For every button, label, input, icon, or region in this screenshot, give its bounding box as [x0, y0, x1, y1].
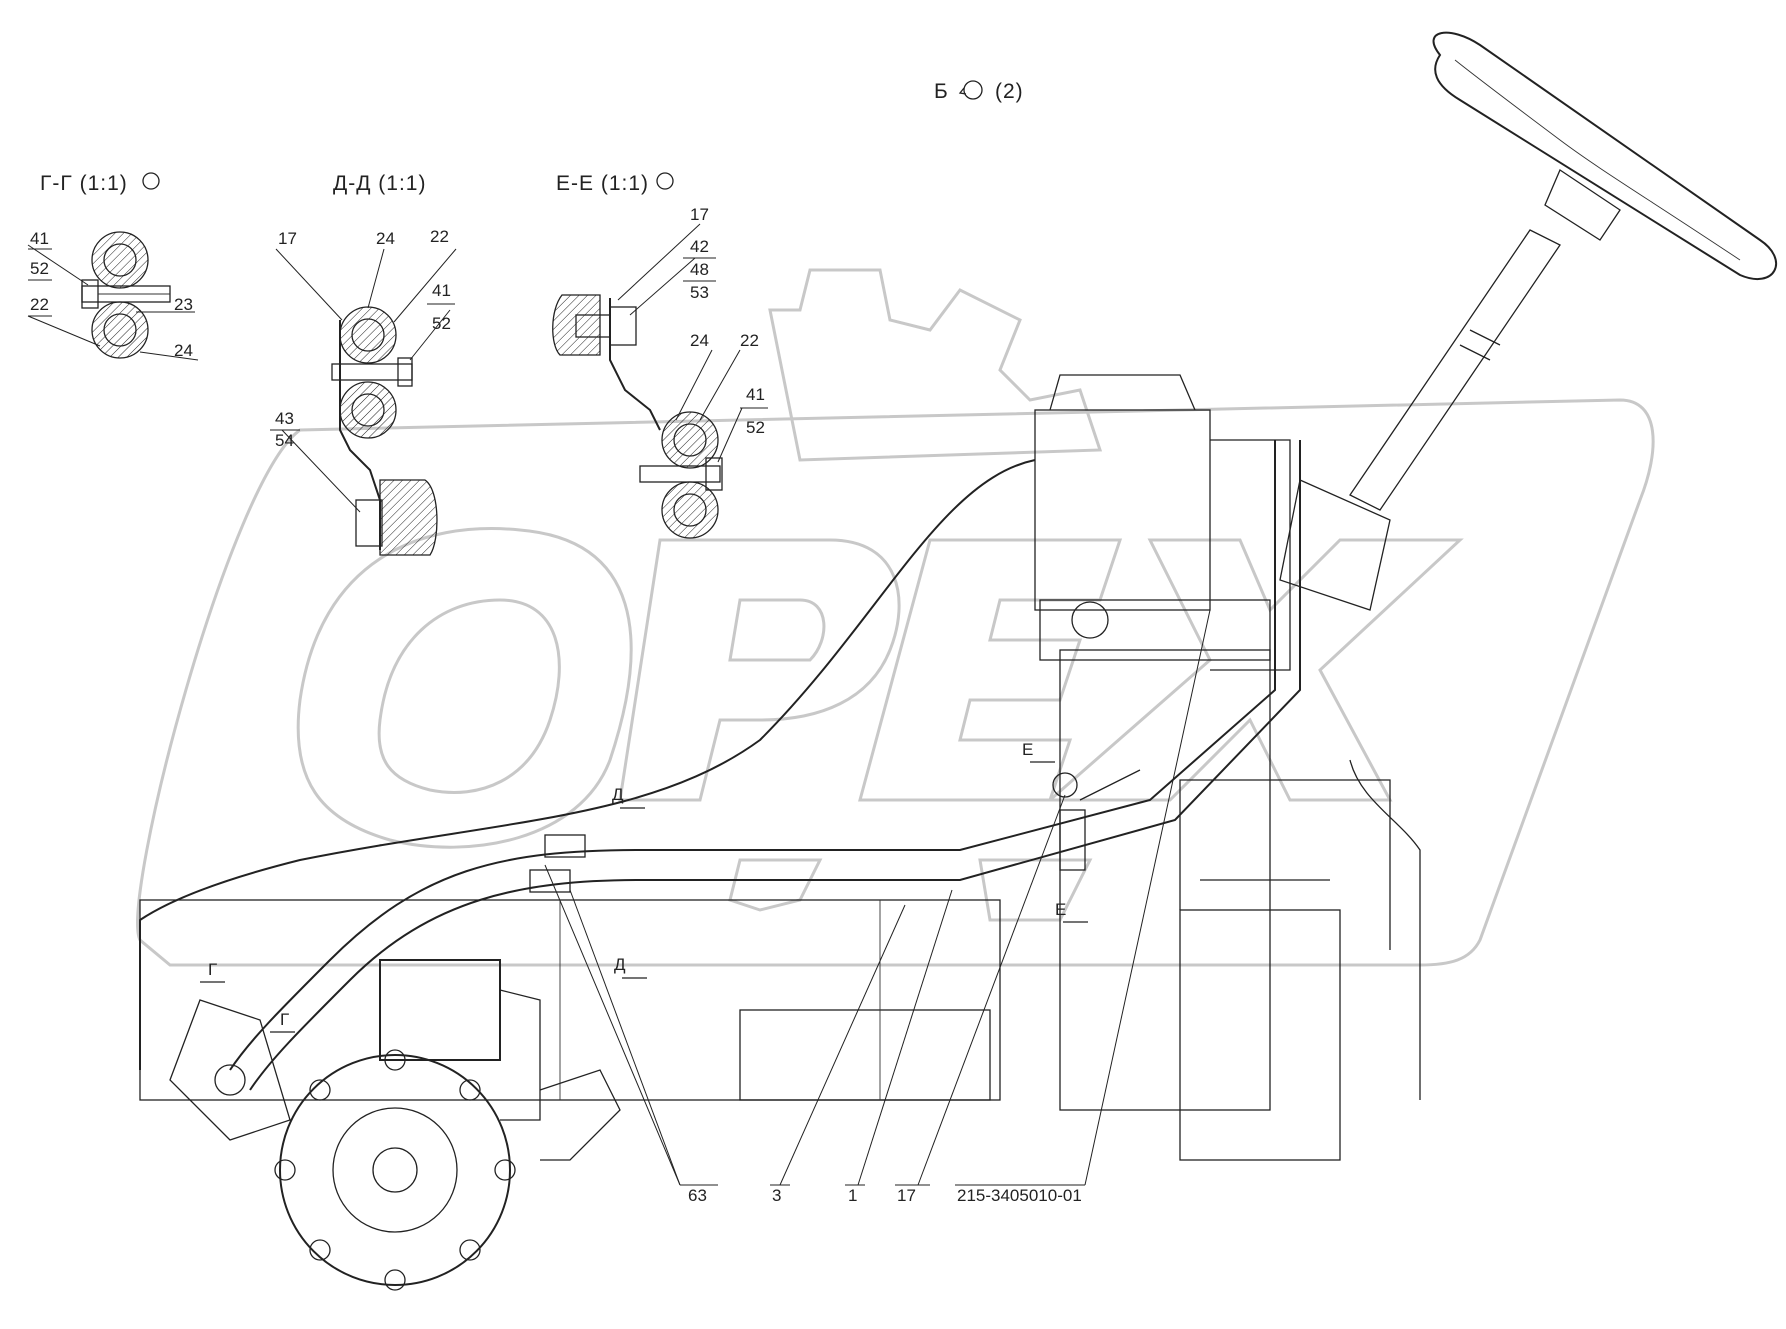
- label-e-41: 41: [746, 385, 765, 404]
- label-e-17: 17: [690, 205, 709, 224]
- rotation-icon: [142, 172, 160, 190]
- label-g-52: 52: [30, 259, 49, 278]
- label-main-1: 1: [848, 1186, 857, 1205]
- watermark-logo: [136, 268, 1655, 967]
- label-d-24: 24: [376, 229, 395, 248]
- section-g-g: [27, 231, 199, 361]
- main-assembly: [139, 31, 1778, 1291]
- fender-outline: [139, 459, 1036, 1070]
- marker-e-1: Е: [1022, 740, 1033, 759]
- steering-column: [1279, 229, 1561, 611]
- label-e-52: 52: [746, 418, 765, 437]
- rotation-icon: [963, 80, 983, 100]
- steering-wheel: [1432, 31, 1778, 281]
- section-e-e: [552, 223, 743, 539]
- label-g-23: 23: [174, 295, 193, 314]
- marker-e-2: Е: [1055, 900, 1066, 919]
- rotation-icon: [656, 172, 674, 190]
- main-leaders: [544, 609, 1211, 1186]
- label-e-42: 42: [690, 237, 709, 256]
- view-b-scale: (2): [995, 80, 1024, 103]
- section-d-title: Д-Д (1:1): [333, 172, 426, 195]
- hydraulic-pump: [169, 959, 621, 1291]
- label-d-22: 22: [430, 227, 449, 246]
- label-main-3: 3: [772, 1186, 781, 1205]
- marker-d-2: Д: [614, 955, 626, 974]
- marker-g-1: Г: [208, 960, 217, 979]
- engine-block: [1034, 374, 1291, 1111]
- label-g-24: 24: [174, 341, 193, 360]
- section-g-title: Г-Г (1:1): [40, 172, 128, 195]
- label-d-52: 52: [432, 314, 451, 333]
- label-d-54: 54: [275, 431, 294, 450]
- label-e-22: 22: [740, 331, 759, 350]
- label-e-48: 48: [690, 260, 709, 279]
- label-g-41: 41: [30, 229, 49, 248]
- chassis-frame: [139, 759, 1421, 1161]
- part-number: 215-3405010-01: [957, 1186, 1082, 1205]
- rotation-arrow-icon: [958, 87, 967, 95]
- section-e-title: Е-Е (1:1): [556, 172, 649, 195]
- marker-d-1: Д: [612, 785, 624, 804]
- label-e-53: 53: [690, 283, 709, 302]
- label-main-63: 63: [688, 1186, 707, 1205]
- marker-g-2: Г: [280, 1010, 289, 1029]
- hydraulic-pipes: [229, 440, 1301, 1091]
- label-g-22: 22: [30, 295, 49, 314]
- label-d-43: 43: [275, 409, 294, 428]
- label-main-17: 17: [897, 1186, 916, 1205]
- label-d-17: 17: [278, 229, 297, 248]
- label-e-24: 24: [690, 331, 709, 350]
- view-b-title: Б: [934, 80, 949, 103]
- section-d-d: [275, 248, 457, 556]
- label-d-41: 41: [432, 281, 451, 300]
